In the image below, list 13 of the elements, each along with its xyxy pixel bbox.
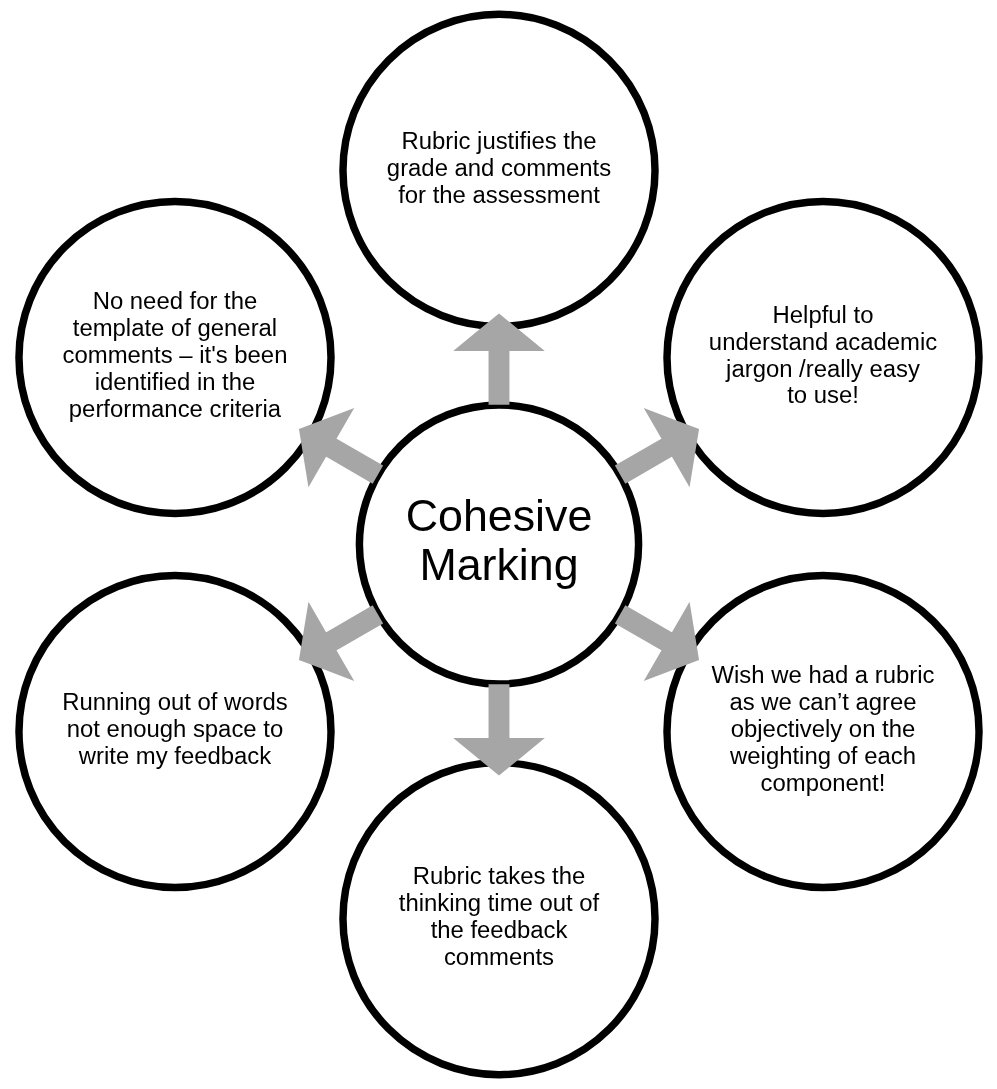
node-circle: Rubric takes the thinking time out of the feedback comments: [338, 758, 659, 1079]
node-circle: No need for the template of general comments – it's been identified in the performance criteria: [14, 197, 335, 518]
arrow: [452, 313, 545, 405]
arrow: [452, 684, 545, 776]
arrow: [614, 601, 699, 681]
node-circle: Running out of words not enough space to write my feedback: [14, 571, 335, 892]
arrow: [614, 408, 699, 488]
node-circle: Wish we had a rubric as we can’t agree objectively on the weighting of each component!: [662, 571, 983, 892]
node-circle: Helpful to understand academic jargon /really easy to use!: [662, 197, 983, 518]
arrow: [298, 601, 383, 681]
node-circle: Rubric justifies the grade and comments for the assessment: [338, 10, 659, 331]
arrow: [298, 408, 383, 488]
node-circle: Cohesive Marking: [355, 401, 642, 688]
